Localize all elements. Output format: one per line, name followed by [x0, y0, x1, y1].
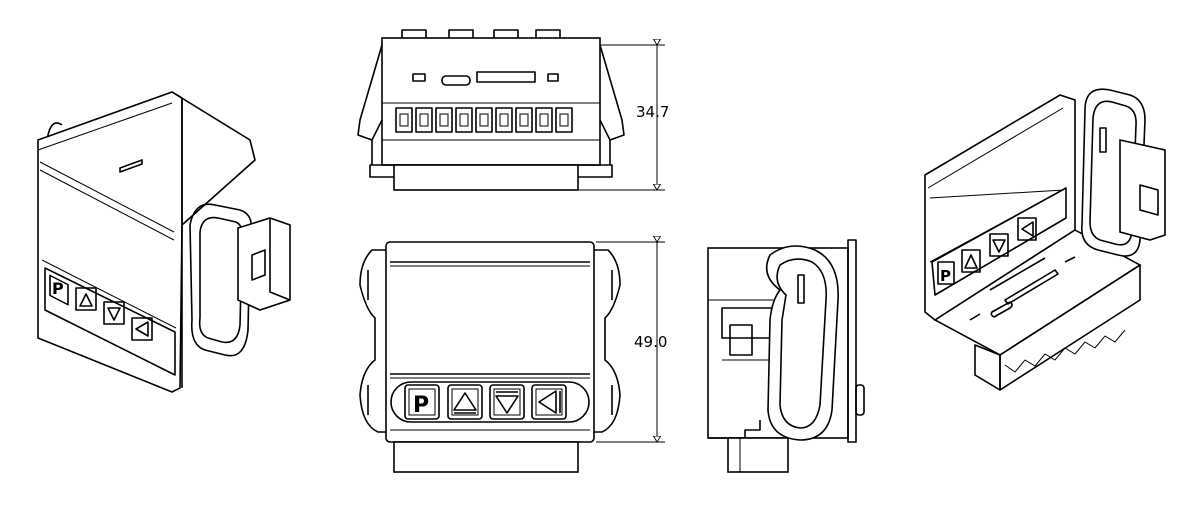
- depth-dimension-label: 34.7: [636, 103, 669, 121]
- front-view: P: [359, 241, 621, 473]
- triangle-up-icon: [453, 392, 477, 411]
- dimension-depth: 34.7: [578, 45, 669, 191]
- triangle-left-icon: [538, 390, 557, 414]
- triangle-down-icon: [495, 395, 519, 414]
- svg-text:P: P: [52, 279, 64, 298]
- button-up: [447, 384, 483, 420]
- iso-buttons: P: [49, 274, 153, 341]
- svg-text:P: P: [940, 267, 951, 285]
- isometric-view-rear-right: P: [924, 88, 1166, 391]
- button-program: P: [404, 384, 440, 420]
- isometric-view-front-left: P: [37, 91, 291, 393]
- iso-buttons-right: P: [937, 217, 1037, 285]
- dimension-height: 49.0: [596, 242, 667, 443]
- terminal-block: [395, 107, 573, 133]
- height-dimension-label: 49.0: [634, 333, 667, 351]
- button-down: [489, 384, 525, 420]
- button-left: [531, 384, 567, 420]
- side-view: [707, 239, 865, 473]
- svg-text:P: P: [413, 393, 429, 418]
- top-view: [357, 29, 625, 191]
